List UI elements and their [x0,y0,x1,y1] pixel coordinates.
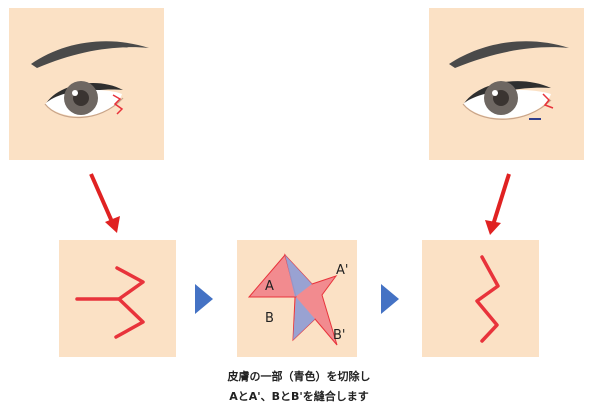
label-a: A [265,279,274,294]
arrow-down-left [89,173,120,233]
eye-after-illustration [449,41,569,120]
label-b: B [265,311,274,326]
eye-before-illustration [31,41,149,119]
sutured-zigzag [475,255,500,343]
eye-before-panel [9,8,164,160]
catchlight [72,90,78,96]
step-arrow-1 [195,284,213,314]
incision-mark [112,94,124,115]
excised-area-upper [285,255,312,297]
eye-after-panel [429,8,584,160]
caption-line-1: 皮膚の一部（青色）を切除し [227,370,371,383]
sutured-panel [422,240,539,357]
mark [529,118,541,120]
eyebrow [449,41,569,68]
step-arrow-2 [381,284,399,314]
arrow-down-right [485,173,511,235]
excision-panel: A A' B B' [237,240,357,357]
excision-diagram [247,253,338,346]
eyebrow [31,41,149,68]
upper-lashline [463,81,551,105]
caption-line-2: AとA'、BとB'を縫合します [229,390,369,403]
catchlight [492,90,498,96]
label-a-prime: A' [336,263,349,278]
sutured-result [475,255,500,343]
upper-lashline [45,82,123,105]
incision-design-panel [59,240,176,357]
label-b-prime: B' [333,328,346,343]
lower-lid [462,99,552,120]
incision-design [75,266,145,339]
excised-area-lower [293,297,315,340]
sutured-line [542,93,554,109]
